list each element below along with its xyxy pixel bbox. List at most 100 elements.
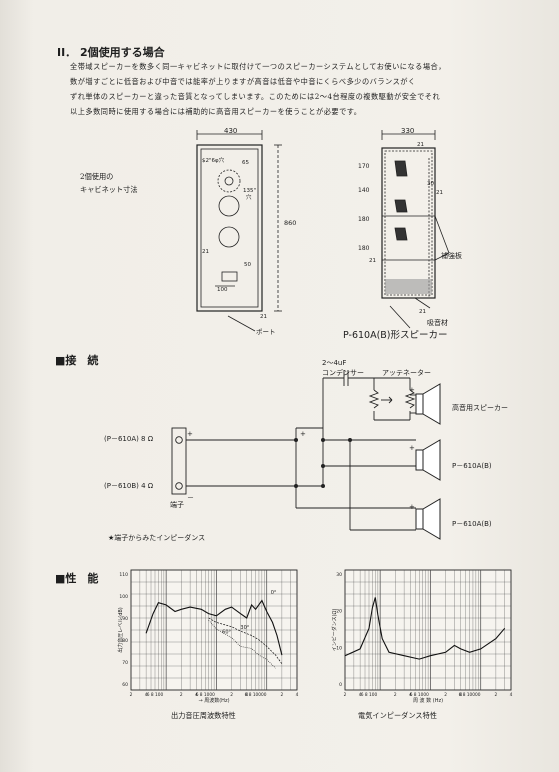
y-tick-label: 60 <box>122 682 128 688</box>
x-tick-label: 4 <box>459 692 462 698</box>
front-d100: 100 <box>217 287 228 293</box>
plus-mark: + <box>187 430 193 438</box>
hole-dia-label: $2"6φ穴 <box>202 156 225 164</box>
x-tick-label: 6 8 100 <box>361 692 378 698</box>
y-tick-label: 110 <box>119 572 128 578</box>
x-axis-label: 周 波 数 (Hz) <box>413 697 443 704</box>
cabinet-front-diagram: 430 $2"6φ穴 65 135" 穴 860 21 50 100 21 ポー… <box>196 127 296 336</box>
front-height-label: 860 <box>284 219 296 227</box>
x-tick-label: 2 <box>280 692 283 698</box>
speaker1-cone <box>422 439 441 481</box>
side-d21top: 21 <box>417 142 424 148</box>
x-tick-label: 2 <box>344 692 347 698</box>
series-line <box>208 619 276 669</box>
side-d21: 21 <box>419 309 426 315</box>
hole135b-label: 穴 <box>246 193 252 201</box>
side-d170: 170 <box>358 163 370 170</box>
paragraph-line: 数が増すごとに低音および中音では能率が上りますが高音は低音や中音にくらべ多少のバ… <box>70 77 416 86</box>
y-axis-label: 出力音圧レベル(dB) <box>117 607 124 653</box>
side-d180b: 180 <box>358 245 370 252</box>
terminal-block <box>171 427 187 495</box>
series-line <box>344 597 506 660</box>
front-width-label: 430 <box>224 127 237 135</box>
performance-heading: ■性 能 <box>55 572 99 585</box>
y-tick-label: 90 <box>122 616 128 622</box>
x-tick-label: 4 <box>245 692 248 698</box>
x-tick-label: 2 <box>394 692 397 698</box>
reinforce-label: 補強板 <box>441 251 462 260</box>
terminal-label: 端子 <box>170 501 184 509</box>
x-tick-label: 4 <box>145 692 148 698</box>
front-d21a: 21 <box>202 249 209 255</box>
x-tick-label: 4 <box>296 692 299 698</box>
x-tick-label: 4 <box>510 692 513 698</box>
speaker2-cone <box>422 498 441 540</box>
y-tick-label: 10 <box>336 645 342 651</box>
side-d30: 30 <box>427 181 434 187</box>
side-d21r: 21 <box>436 190 443 196</box>
x-tick-label: 2 <box>230 692 233 698</box>
series-annotation: 0° <box>271 590 277 596</box>
y-tick-label: 100 <box>119 594 128 600</box>
side-d180a: 180 <box>358 216 370 223</box>
chart1-caption: 出力音圧周波数特性 <box>171 711 236 720</box>
plus-mark: + <box>409 503 415 511</box>
y-tick-label: 0 <box>339 682 342 688</box>
x-axis-label: → 周波数(Hz) <box>198 697 229 704</box>
front-d50: 50 <box>244 262 251 268</box>
side-depth-label: 330 <box>401 127 414 135</box>
paragraph-line: 全帯域スピーカーを数多く同一キャビネットに取付けて一つのスピーカーシステムとして… <box>70 62 446 71</box>
input-a-label: (P－610A) 8 Ω <box>104 435 154 443</box>
x-tick-label: 2 <box>180 692 183 698</box>
minus-mark: － <box>187 494 194 502</box>
y-axis-label: インピーダンス(Ω) <box>331 609 338 652</box>
y-tick-label: 30 <box>336 572 342 578</box>
connection-heading: ■接 続 <box>55 354 99 367</box>
x-tick-label: 2 <box>494 692 497 698</box>
plus-mark: + <box>409 386 415 394</box>
x-tick-label: 6 8 10000 <box>245 692 267 698</box>
tweeter-speaker-cone <box>422 383 441 425</box>
impedance-note: ★端子からみたインピーダンス <box>108 534 206 542</box>
attenuator-label: アッテネーター <box>382 369 431 377</box>
y-tick-label: 20 <box>336 609 342 615</box>
side-d140: 140 <box>358 187 370 194</box>
x-tick-label: 6 8 1000 <box>196 692 215 698</box>
absorb-label: 吸音材 <box>427 318 448 327</box>
cabinet-caption-line2: キャビネット寸法 <box>80 185 138 194</box>
plus-mark: + <box>300 430 306 438</box>
series-line <box>145 599 283 656</box>
input-b-label: (P－610B) 4 Ω <box>104 482 154 490</box>
x-tick-label: 6 8 10000 <box>459 692 481 698</box>
paragraph-line: ずれ単体のスピーカーと違った音質となってしまいます。このためには2～4台程度の複… <box>70 92 441 101</box>
x-tick-label: 2 <box>130 692 133 698</box>
port-label: ポート <box>256 328 276 336</box>
chart2-caption: 電気インピーダンス特性 <box>358 711 437 720</box>
series-line <box>208 617 283 665</box>
speaker1-label: P－610A(B) <box>452 462 492 470</box>
series-annotation: 60° <box>222 629 231 635</box>
x-tick-label: 2 <box>444 692 447 698</box>
plus-mark: + <box>409 444 415 452</box>
speaker2-label: P－610A(B) <box>452 520 492 528</box>
side-d21mid: 21 <box>369 258 376 264</box>
cabinet-caption-line1: 2個使用の <box>80 172 114 181</box>
y-tick-label: 70 <box>122 660 128 666</box>
cabinet-side-diagram: 330 21 170 30 140 21 180 180 21 補強板 21 吸… <box>343 127 462 341</box>
capacitor-value: 2～4uF <box>322 359 347 367</box>
x-tick-label: 6 8 1000 <box>410 692 429 698</box>
section-heading: II． 2個使用する場合 <box>57 46 165 59</box>
screw-label: 65 <box>242 160 249 166</box>
x-tick-label: 4 <box>359 692 362 698</box>
x-tick-label: 4 <box>409 692 412 698</box>
side-speaker-label: P-610A(B)形スピーカー <box>343 329 448 341</box>
tweeter-label: 高音用スピーカー <box>452 404 508 412</box>
x-tick-label: 4 <box>195 692 198 698</box>
front-d21b: 21 <box>260 314 267 320</box>
capacitor-label: コンデンサー <box>322 369 364 377</box>
